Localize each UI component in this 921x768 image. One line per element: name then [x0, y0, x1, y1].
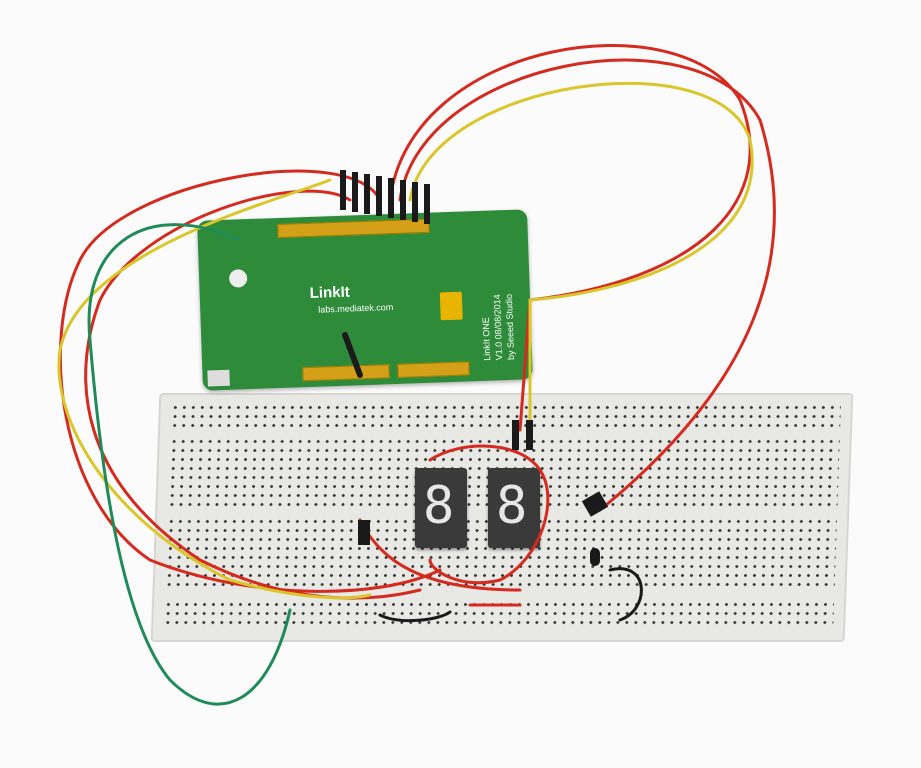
- display-digit: 8: [423, 476, 455, 536]
- display-digit: 8: [496, 476, 528, 536]
- seven-segment-display-right: 8: [488, 468, 540, 548]
- seven-segment-display-left: 8: [415, 468, 467, 548]
